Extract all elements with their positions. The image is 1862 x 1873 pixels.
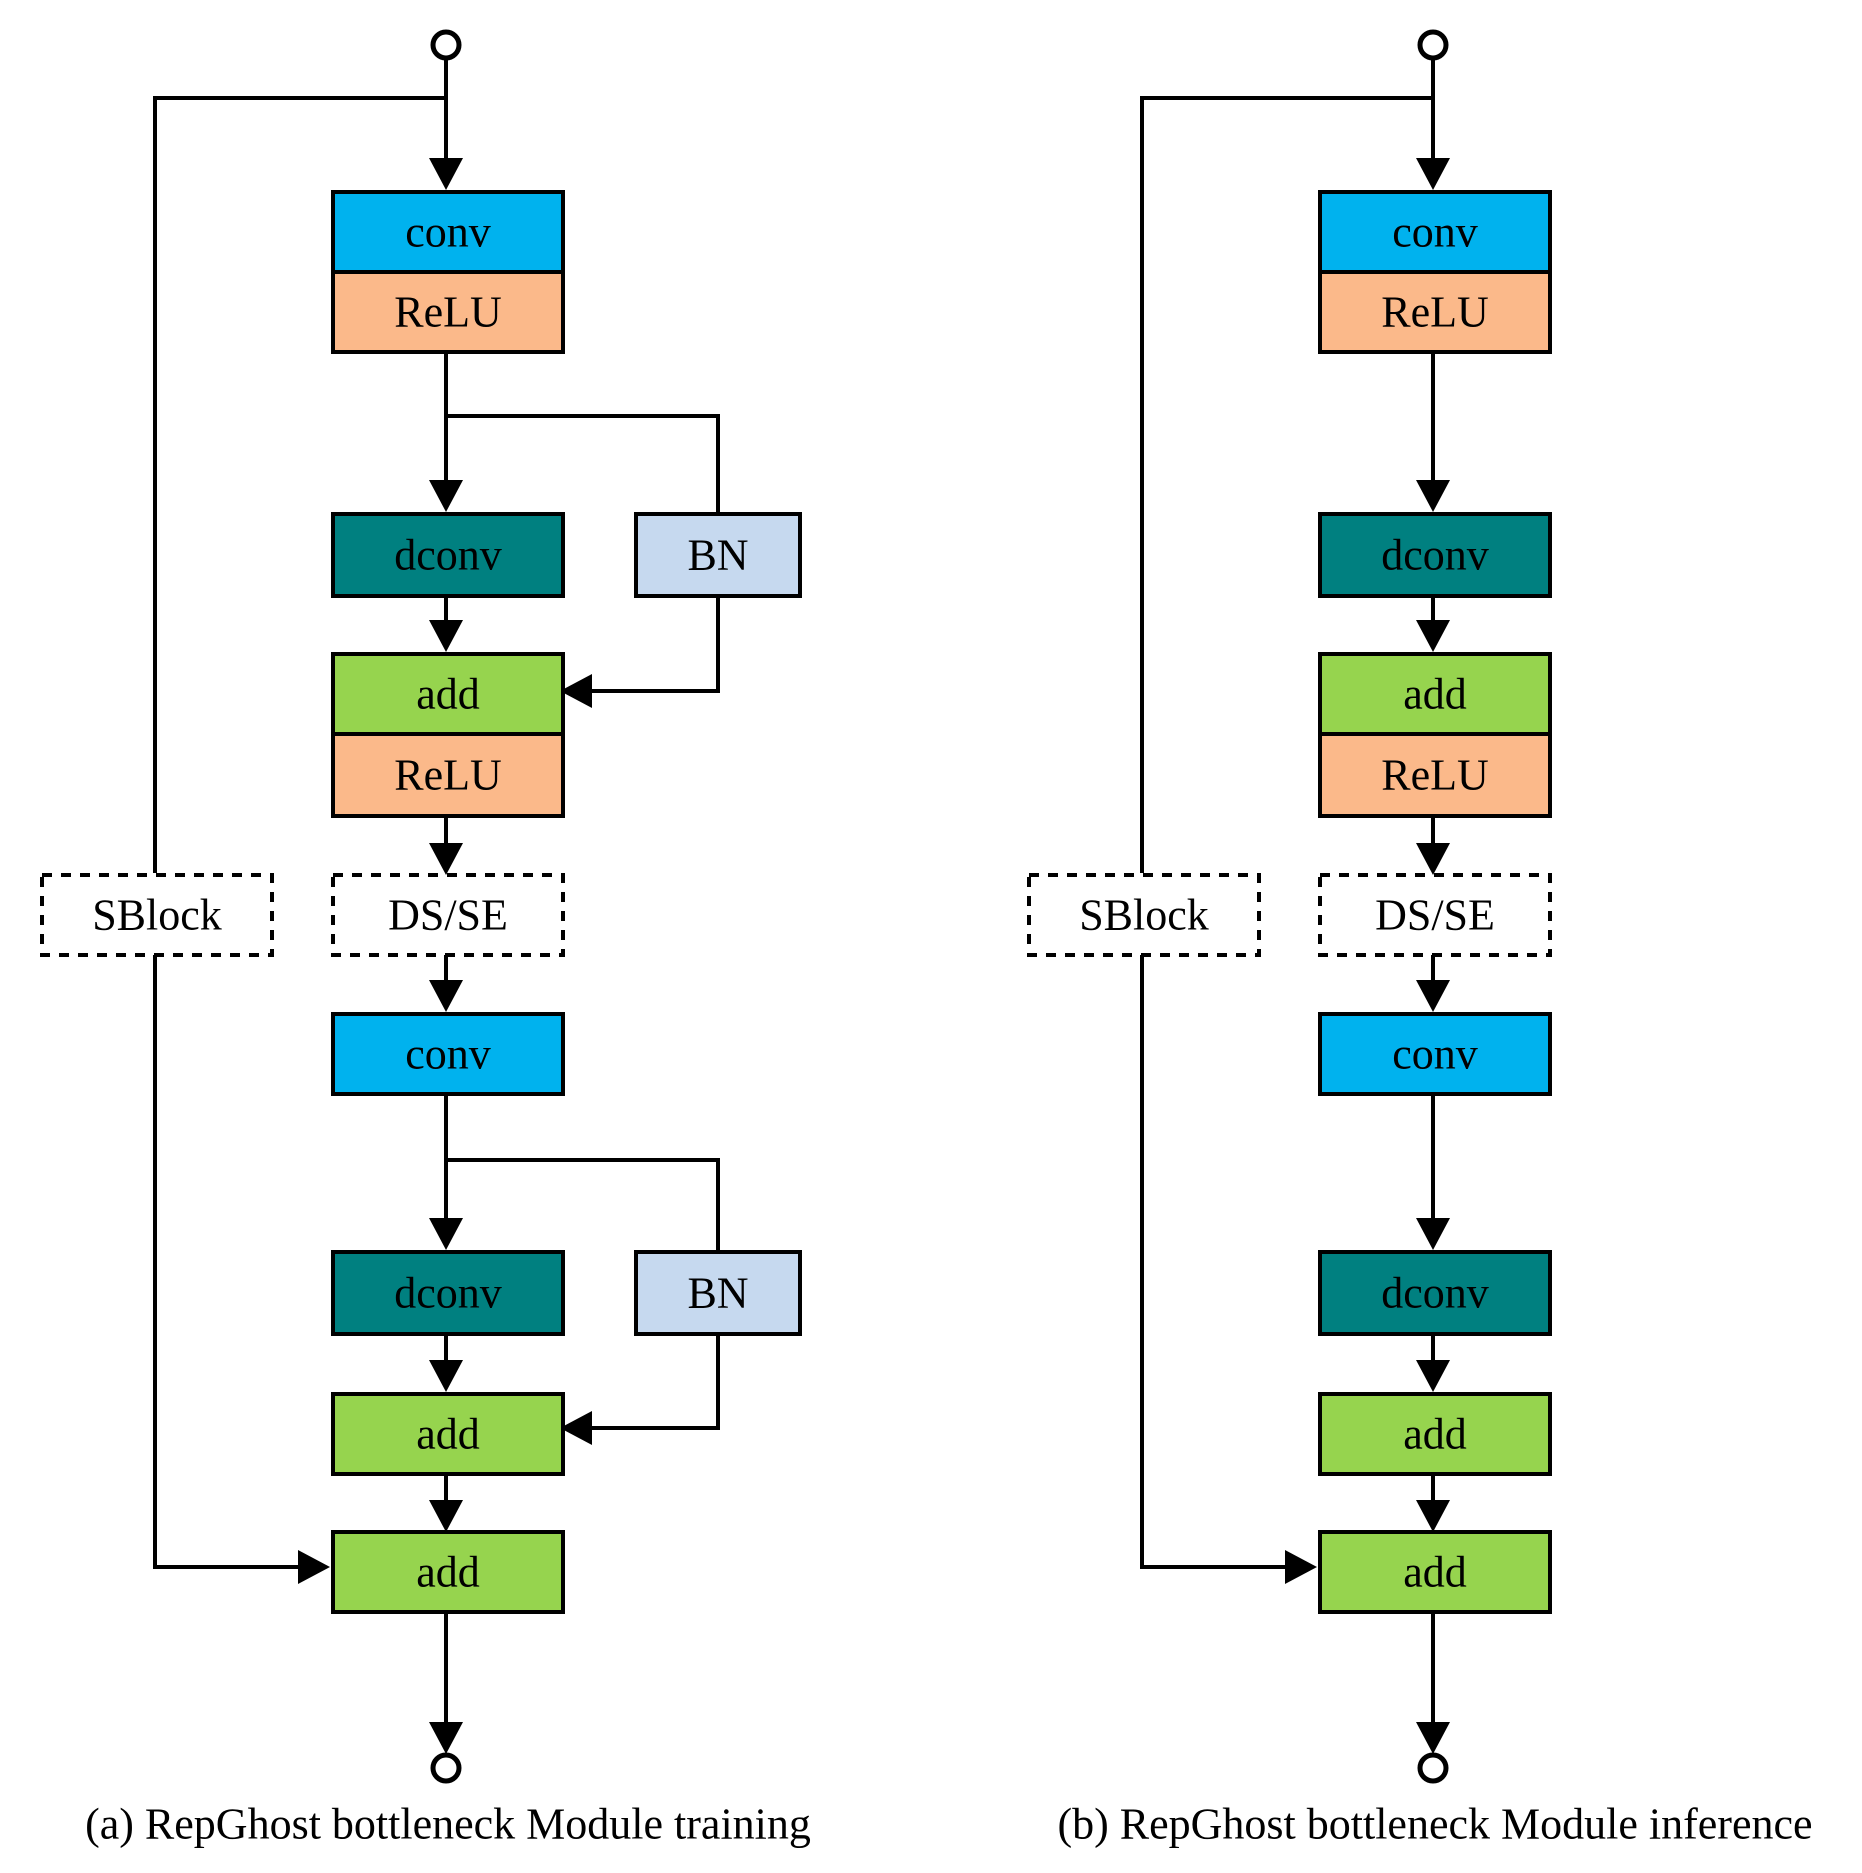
arrowhead [560,674,592,708]
arrowhead [1416,980,1450,1012]
arrowhead [1416,843,1450,875]
add-label: add [1403,1548,1467,1597]
panel-a-arrowheads [298,158,592,1754]
output-terminal [1417,1752,1449,1784]
bn-block [634,512,802,598]
panel-a-training: conv ReLU dconv BN add ReLU SBlock DS/SE… [40,29,811,1849]
conv-label: conv [1392,208,1478,257]
arrowhead [429,1500,463,1532]
relu-block [331,270,565,354]
add-label: add [1403,670,1467,719]
sblock-label: SBlock [1079,891,1209,940]
dconv-label: dconv [1381,531,1489,580]
add-block [1318,1392,1552,1476]
arrowhead [429,158,463,190]
dsse-label: DS/SE [1375,891,1495,940]
dconv-block [331,1250,565,1336]
add-label: add [416,1410,480,1459]
relu-block [1318,732,1552,818]
arrowhead [1416,1722,1450,1754]
dconv-block [1318,1250,1552,1336]
bn-label: BN [687,1269,748,1318]
sblock-block [1027,873,1261,957]
conv-block [331,1012,565,1096]
conv-block [1318,1012,1552,1096]
input-terminal [1417,29,1449,61]
arrowhead [429,1218,463,1250]
conv-label: conv [405,208,491,257]
bn-block [634,1250,802,1336]
arrowhead [429,620,463,652]
panel-b-arrowheads [1285,158,1450,1754]
arrowhead [1416,158,1450,190]
arrowhead [1416,1218,1450,1250]
caption-b: (b) RepGhost bottleneck Module inference [1057,1800,1812,1849]
conv-label: conv [405,1030,491,1079]
relu-label: ReLU [394,288,502,337]
caption-a: (a) RepGhost bottleneck Module training [85,1800,811,1849]
dconv-label: dconv [394,1269,502,1318]
sblock-label: SBlock [92,891,222,940]
panel-a-wires [153,57,720,1722]
dconv-block [331,512,565,598]
relu-label: ReLU [1381,288,1489,337]
relu-block [1318,270,1552,354]
relu-label: ReLU [394,751,502,800]
dsse-label: DS/SE [388,891,508,940]
conv-block [331,190,565,274]
add-label: add [416,1548,480,1597]
bn-label: BN [687,531,748,580]
add-block [1318,652,1552,736]
arrowhead [1416,1500,1450,1532]
add-block [1318,1530,1552,1614]
arrowhead [429,1360,463,1392]
add-block [331,652,565,736]
arrowhead [1416,620,1450,652]
panel-b-inference: conv ReLU dconv add ReLU SBlock DS/SE co… [1027,29,1813,1849]
arrowhead [298,1550,330,1584]
dconv-label: dconv [1381,1269,1489,1318]
conv-block [1318,190,1552,274]
arrowhead [429,843,463,875]
arrowhead [429,1722,463,1754]
add-label: add [416,670,480,719]
add-block [331,1392,565,1476]
arrowhead [429,480,463,512]
dsse-block [1318,873,1552,957]
sblock-block [40,873,274,957]
relu-block [331,732,565,818]
dsse-block [331,873,565,957]
conv-label: conv [1392,1030,1478,1079]
output-terminal [430,1752,462,1784]
arrowhead [1416,480,1450,512]
input-terminal [430,29,462,61]
arrowhead [560,1411,592,1445]
dconv-block [1318,512,1552,598]
arrowhead [1416,1360,1450,1392]
relu-label: ReLU [1381,751,1489,800]
add-label: add [1403,1410,1467,1459]
dconv-label: dconv [394,531,502,580]
add-block [331,1530,565,1614]
arrowhead [429,980,463,1012]
arrowhead [1285,1550,1317,1584]
